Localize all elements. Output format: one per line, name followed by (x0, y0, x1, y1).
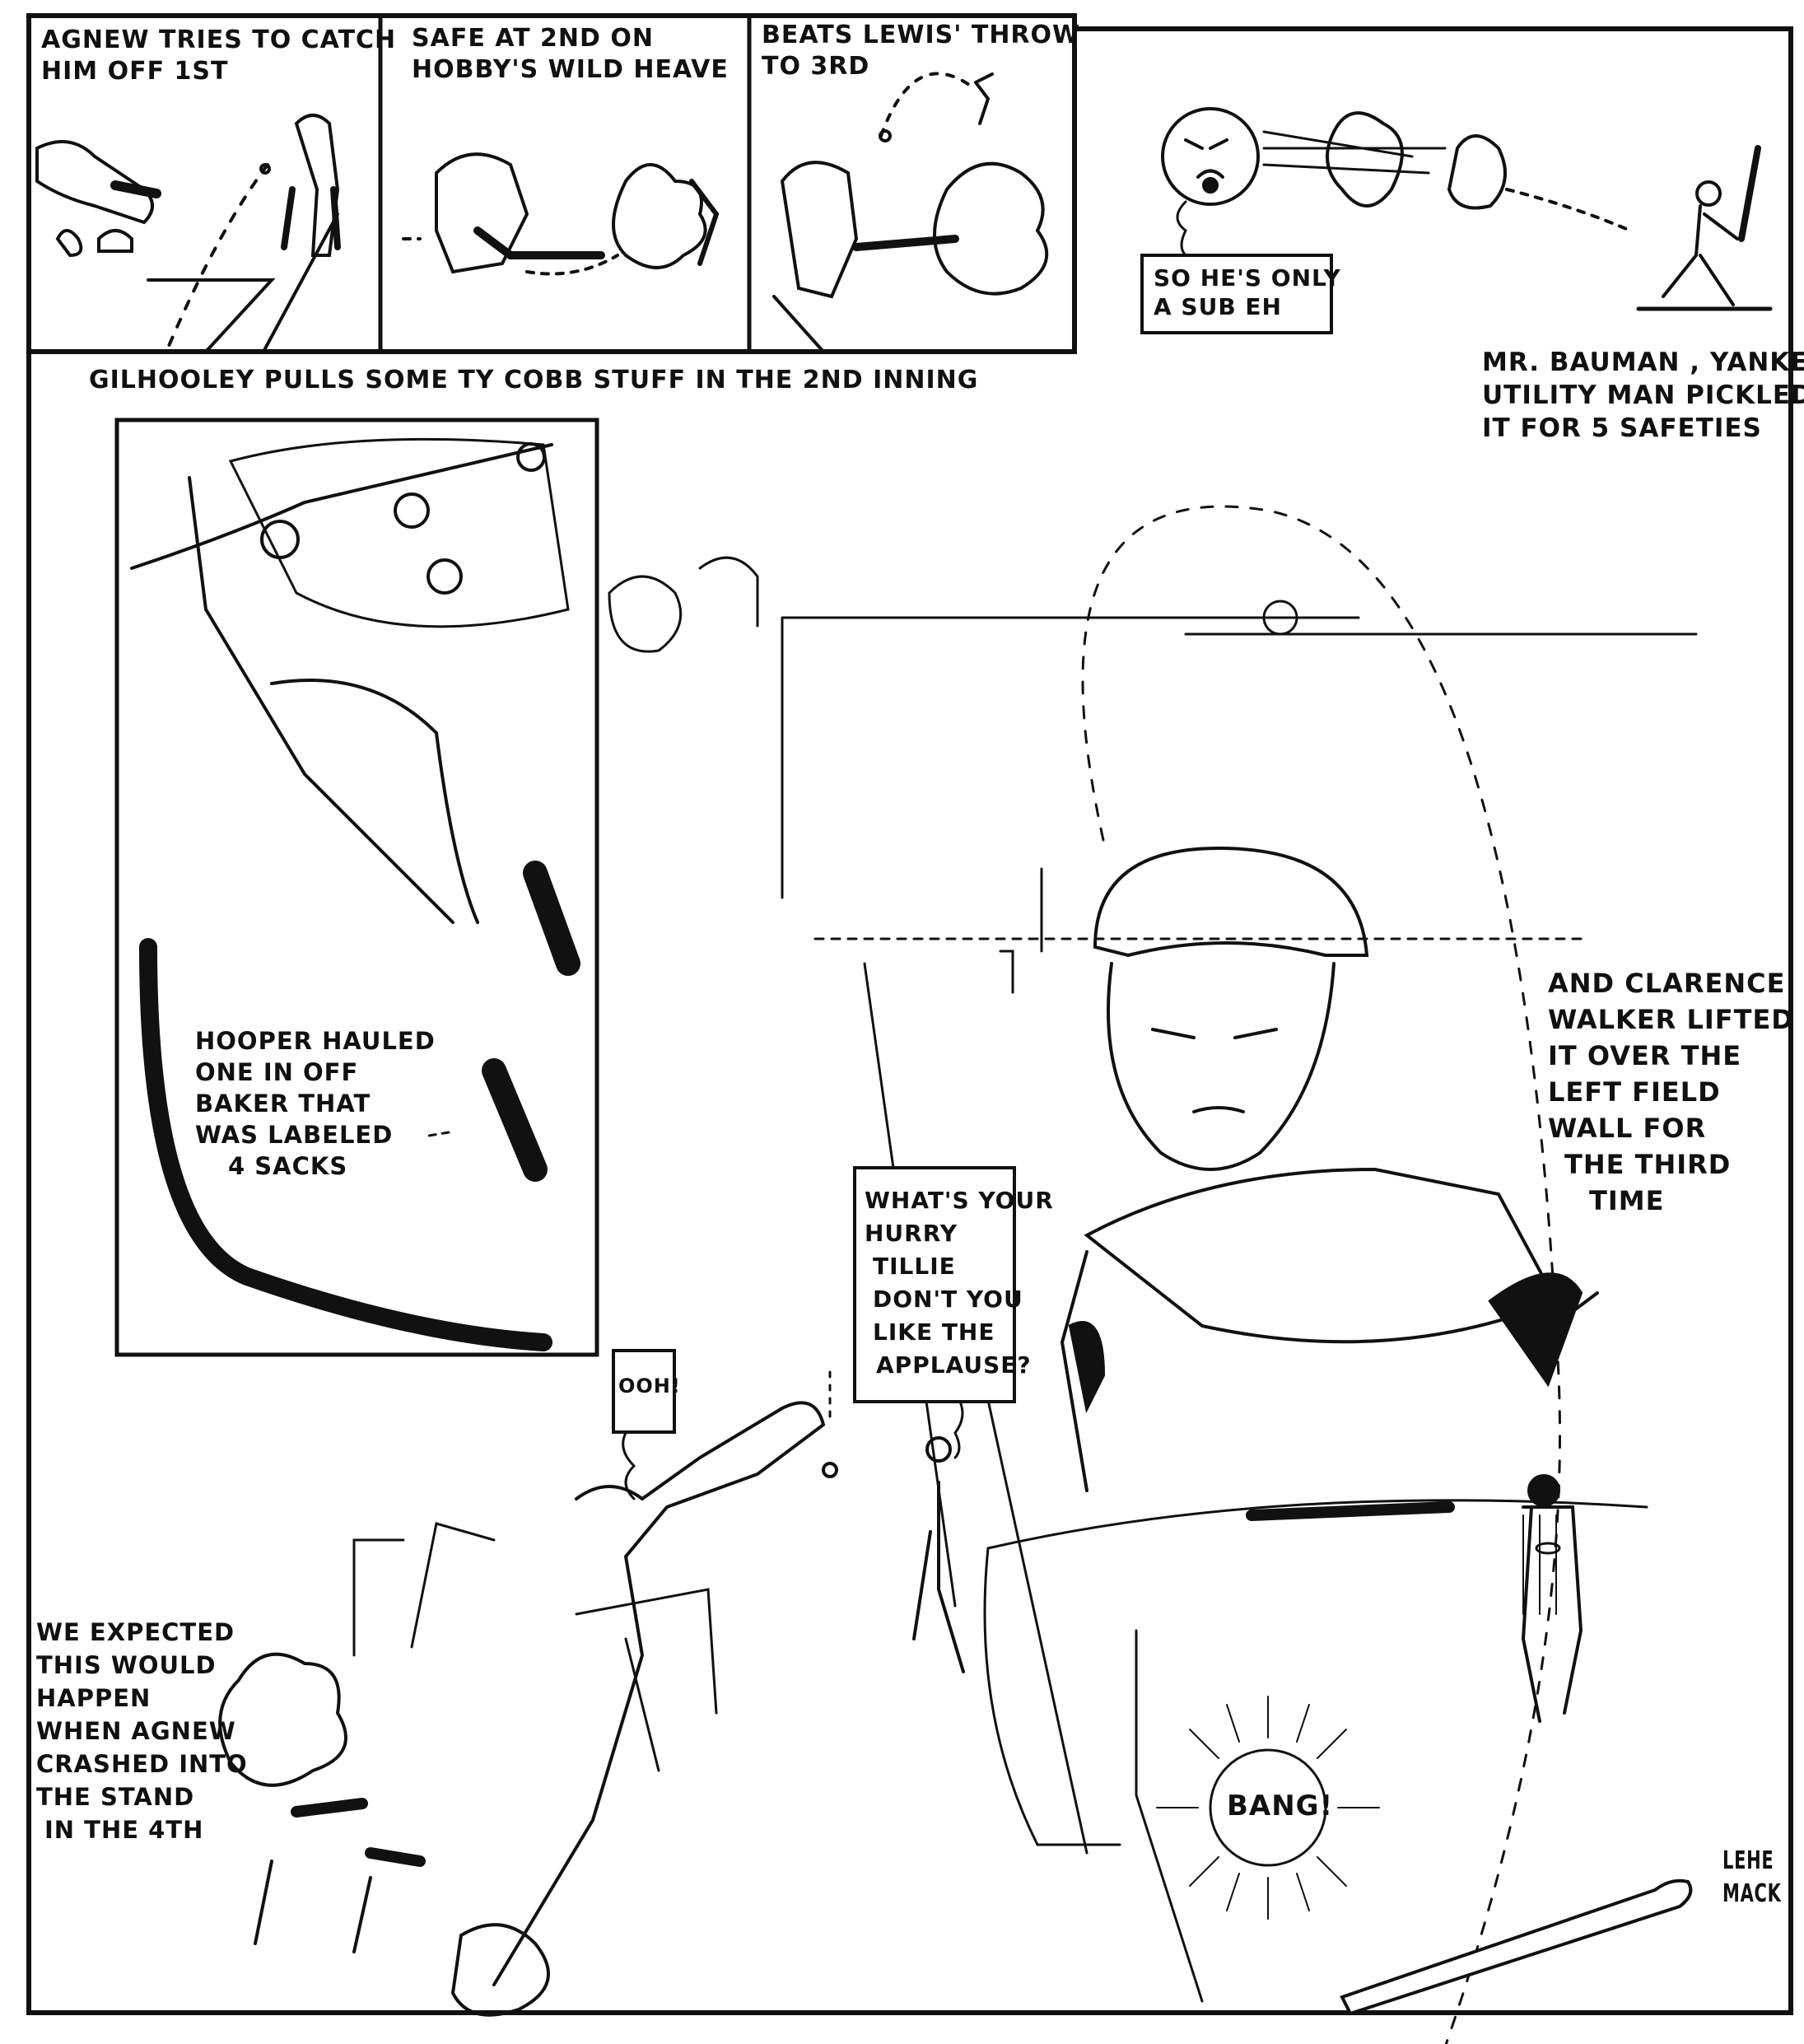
bang-sunburst-icon (1156, 1696, 1380, 1920)
caption-line: IN THE 4TH (44, 1816, 204, 1844)
signature-line: LEHE (1722, 1846, 1774, 1875)
caption-line: IT FOR 5 SAFETIES (1482, 413, 1762, 443)
speech-line: TILLIE (873, 1253, 956, 1280)
speech-line: WHAT'S YOUR (865, 1187, 1054, 1214)
signature-line: MACK (1722, 1879, 1782, 1908)
panel1-players-drawing (35, 114, 341, 353)
panel2-caption: SAFE AT 2ND ON HOBBY'S WILD HEAVE (412, 23, 729, 85)
caption-line: BAKER THAT (195, 1090, 371, 1118)
infield-drawing (986, 1474, 1693, 2016)
caption-line: LEFT FIELD (1548, 1076, 1721, 1108)
panel3-throw-drawing (772, 72, 1049, 353)
ooh-text: OOH! (618, 1374, 681, 1398)
caption-line: WE EXPECTED (36, 1618, 235, 1646)
tillie-speech-bubble: WHAT'S YOUR HURRY TILLIE DON'T YOU LIKE … (853, 1166, 1053, 1403)
agnew-crash-drawing (218, 1365, 965, 2017)
top-panels-frame (26, 13, 1077, 354)
speech-line: APPLAUSE? (876, 1351, 1032, 1379)
caption-line: HAPPEN (36, 1684, 151, 1712)
ball-speech-bubble: SO HE'S ONLY A SUB EH (1140, 254, 1340, 334)
caption-line: SAFE AT 2ND ON (412, 24, 654, 53)
ball-face-drawing (1161, 107, 1632, 257)
caption-line: 4 SACKS (228, 1152, 348, 1180)
caption-line: IT OVER THE (1548, 1040, 1742, 1071)
caption-line: ONE IN OFF (195, 1058, 359, 1086)
ooh-speech-bubble: OOH! (612, 1349, 680, 1434)
panel1-caption: AGNEW TRIES TO CATCH HIM OFF 1ST (41, 25, 396, 86)
caption-line: MR. BAUMAN , YANKEE (1482, 348, 1804, 377)
hooper-inset-frame (114, 418, 599, 1357)
speech-line: LIKE THE (873, 1318, 995, 1346)
hooper-catch-drawing (130, 437, 580, 1351)
panel2-slide-drawing (402, 152, 720, 276)
speech-line: A SUB EH (1154, 293, 1282, 320)
bauman-caption: MR. BAUMAN , YANKEE UTILITY MAN PICKLED … (1482, 346, 1804, 445)
caption-line: CRASHED INTO (36, 1750, 248, 1778)
caption-line: WAS LABELED (195, 1121, 394, 1149)
walker-portrait-drawing (1060, 846, 1599, 1492)
caption-line: TIME (1589, 1185, 1665, 1216)
speech-line: HURRY (865, 1220, 958, 1247)
caption-line: THIS WOULD (36, 1651, 217, 1679)
caption-line: WALKER LIFTED (1548, 1004, 1794, 1035)
caption-line: THE STAND (36, 1783, 195, 1811)
artist-signature: LEHE MACK (1722, 1845, 1782, 1911)
caption-line: UTILITY MAN PICKLED (1482, 380, 1804, 410)
walker-caption: AND CLARENCE WALKER LIFTED IT OVER THE L… (1548, 965, 1794, 1219)
caption-line: HOBBY'S WILD HEAVE (412, 54, 729, 84)
caption-line: HOOPER HAULED (195, 1027, 436, 1055)
speech-line: DON'T YOU (873, 1286, 1023, 1313)
speech-line: SO HE'S ONLY (1154, 264, 1341, 292)
ballpark-drawing (608, 505, 1698, 2044)
caption-line: AND CLARENCE (1548, 968, 1786, 999)
caption-line: AGNEW TRIES TO CATCH (41, 26, 397, 54)
bang-text: BANG! (1227, 1790, 1334, 1822)
caption-line: WHEN AGNEW (36, 1717, 236, 1745)
gilhooley-caption: GILHOOLEY PULLS SOME TY COBB STUFF IN TH… (89, 366, 979, 394)
batter-drawing (1636, 145, 1773, 311)
hooper-caption: HOOPER HAULED ONE IN OFF BAKER THAT WAS … (195, 1025, 436, 1182)
caption-line: WALL FOR (1548, 1113, 1707, 1144)
panel3-caption: BEATS LEWIS' THROW TO 3RD (762, 20, 1080, 82)
caption-line: HIM OFF 1ST (41, 56, 229, 86)
caption-line: THE THIRD (1564, 1149, 1732, 1180)
caption-line: TO 3RD (762, 51, 870, 81)
agnew-caption: WE EXPECTED THIS WOULD HAPPEN WHEN AGNEW… (36, 1616, 248, 1846)
caption-line: BEATS LEWIS' THROW (762, 21, 1081, 49)
